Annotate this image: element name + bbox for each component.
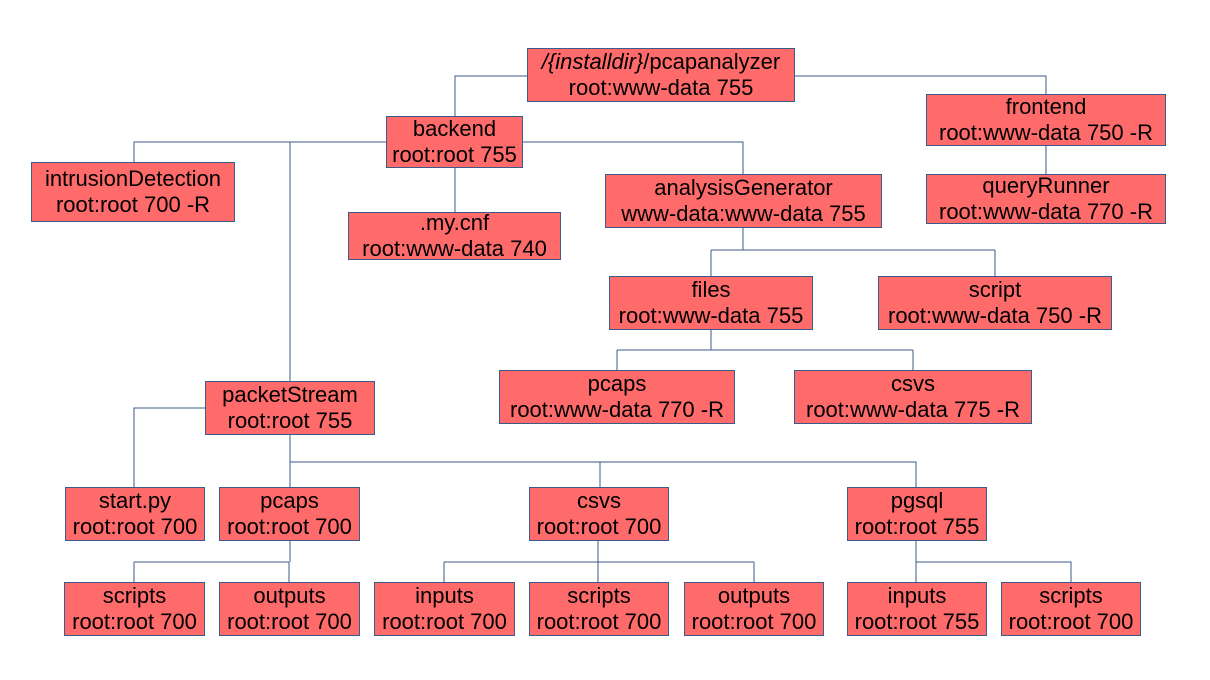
- node-name: start.py: [98, 488, 172, 513]
- node-ps-csvs: csvs root:root 700: [529, 487, 669, 541]
- node-name: frontend: [1005, 94, 1087, 119]
- node-name: packetStream: [222, 382, 358, 407]
- node-files-pcaps: pcaps root:www-data 770 -R: [499, 370, 735, 424]
- node-name: backend: [412, 116, 497, 141]
- edge-root-children: [454, 75, 1047, 116]
- node-files: files root:www-data 755: [609, 276, 813, 330]
- edge-pgsql-children: [915, 541, 1072, 582]
- node-name: intrusionDetection: [44, 166, 222, 191]
- node-perm: root:root 755: [227, 408, 353, 433]
- node-perm: root:www-data 740: [362, 236, 547, 261]
- node-queryrunner: queryRunner root:www-data 770 -R: [926, 173, 1166, 224]
- node-perm: root:root 700: [72, 609, 197, 634]
- node-name: csvs: [577, 488, 621, 513]
- edge-csvs-children: [443, 541, 755, 582]
- node-pcaps-scripts: scripts root:root 700: [64, 582, 205, 636]
- node-perm: root:root 700: [227, 609, 352, 634]
- edge-packetstream-startpy: [133, 407, 205, 487]
- node-perm: www-data:www-data 755: [621, 201, 866, 226]
- node-name: outputs: [717, 583, 791, 608]
- node-name-installdir: /{installdir}: [541, 49, 644, 74]
- node-name: .my.cnf: [419, 210, 490, 235]
- node-name: analysisGenerator: [654, 175, 833, 200]
- edge-files-children: [616, 330, 914, 370]
- node-csvs-scripts: scripts root:root 700: [529, 582, 669, 636]
- node-frontend: frontend root:www-data 750 -R: [926, 94, 1166, 146]
- node-perm: root:root 700: [72, 514, 198, 539]
- node-pcaps-outputs: outputs root:root 700: [219, 582, 360, 636]
- node-pcapanalyzer-root: /{installdir}/pcapanalyzer root:www-data…: [527, 48, 795, 102]
- node-name: files: [691, 277, 731, 302]
- node-perm: root:root 700: [536, 514, 662, 539]
- node-name: pcaps: [260, 488, 319, 513]
- node-ps-pcaps: pcaps root:root 700: [219, 487, 360, 541]
- node-name: scripts: [1039, 583, 1103, 608]
- node-perm: root:www-data 755: [568, 75, 754, 100]
- node-perm: root:www-data 770 -R: [939, 199, 1153, 224]
- node-name: pgsql: [890, 488, 944, 513]
- node-pgsql-inputs: inputs root:root 755: [847, 582, 987, 636]
- node-mycnf: .my.cnf root:www-data 740: [348, 210, 561, 261]
- node-perm: root:root 700: [227, 514, 352, 539]
- node-script: script root:www-data 750 -R: [878, 276, 1112, 330]
- node-name: inputs: [415, 583, 474, 608]
- node-name: outputs: [253, 583, 326, 608]
- node-csvs-inputs: inputs root:root 700: [374, 582, 515, 636]
- node-perm: root:root 700: [691, 609, 817, 634]
- node-perm: root:root 755: [392, 142, 517, 167]
- node-files-csvs: csvs root:www-data 775 -R: [794, 370, 1032, 424]
- node-ps-pgsql: pgsql root:root 755: [847, 487, 987, 541]
- node-name: scripts: [102, 583, 167, 608]
- node-name-pcapanalyzer: /pcapanalyzer: [643, 49, 781, 74]
- node-name: pcaps: [587, 371, 647, 396]
- node-perm: root:www-data 770 -R: [510, 397, 724, 422]
- node-name: script: [968, 277, 1022, 302]
- edge-packetstream-children: [289, 435, 917, 487]
- node-intrusiondetection: intrusionDetection root:root 700 -R: [31, 162, 235, 222]
- node-name: csvs: [891, 371, 935, 396]
- node-csvs-outputs: outputs root:root 700: [684, 582, 824, 636]
- node-perm: root:www-data 750 -R: [888, 303, 1102, 328]
- edge-analysisgen-children: [710, 228, 996, 276]
- node-packetstream: packetStream root:root 755: [205, 381, 375, 435]
- node-perm: root:root 700 -R: [55, 192, 211, 217]
- node-name: queryRunner: [982, 173, 1110, 198]
- node-perm: root:www-data 755: [618, 303, 804, 328]
- edge-pcaps-children: [133, 541, 291, 582]
- node-name: inputs: [887, 583, 947, 608]
- node-perm: root:root 700: [536, 609, 662, 634]
- node-perm: root:root 755: [854, 514, 980, 539]
- node-analysisgenerator: analysisGenerator www-data:www-data 755: [605, 174, 882, 228]
- node-perm: root:root 755: [854, 609, 980, 634]
- node-perm: root:www-data 750 -R: [939, 120, 1153, 145]
- node-startpy: start.py root:root 700: [65, 487, 205, 541]
- node-name: scripts: [567, 583, 631, 608]
- node-perm: root:root 700: [382, 609, 507, 634]
- node-perm: root:root 700: [1008, 609, 1134, 634]
- node-perm: root:www-data 775 -R: [806, 397, 1020, 422]
- node-pgsql-scripts: scripts root:root 700: [1001, 582, 1141, 636]
- node-backend: backend root:root 755: [386, 116, 523, 168]
